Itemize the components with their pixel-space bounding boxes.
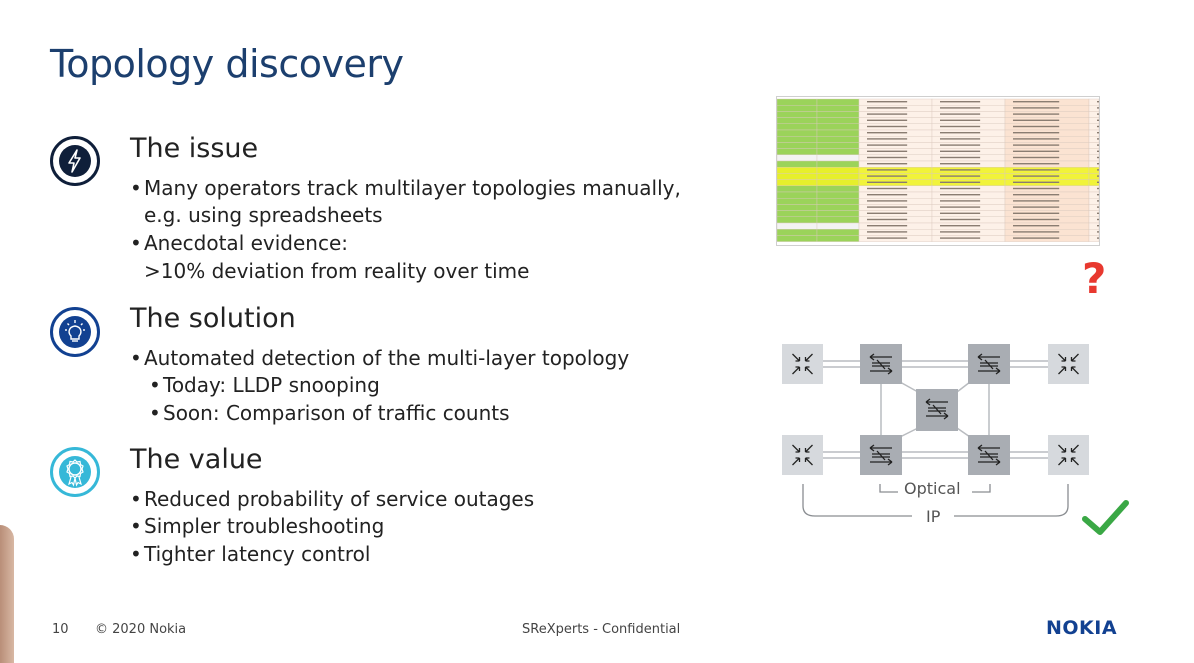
spreadsheet-thumbnail [776,96,1103,246]
ip-node-icon [792,444,813,466]
solution-subbullet-1: •Today: LLDP snooping [149,373,380,397]
optical-node-icon [869,353,893,375]
optical-node-icon [925,398,949,420]
value-bullet-3: •Tighter latency control [130,542,371,566]
confidential-notice: SReXperts - Confidential [522,622,681,637]
nokia-logo: NOKIA [1046,617,1118,639]
ip-node-icon [1058,353,1079,375]
page-number: 10 [52,622,69,637]
ip-node-icon [1058,444,1079,466]
optical-label: Optical [904,479,961,498]
issue-bullet-1-cont: e.g. using spreadsheets [144,203,383,227]
slide-title: Topology discovery [50,42,404,86]
lightning-icon [50,136,100,186]
ip-node-icon [792,353,813,375]
solution-subbullet-2: •Soon: Comparison of traffic counts [149,401,510,425]
issue-bullet-1: •Many operators track multilayer topolog… [130,176,681,200]
issue-bullet-2: •Anecdotal evidence: [130,231,349,255]
award-ribbon-icon [50,447,100,497]
lightbulb-icon [50,307,100,357]
ip-label: IP [926,507,941,526]
value-bullet-2: •Simpler troubleshooting [130,514,385,538]
section-heading-solution: The solution [130,303,296,334]
optical-node-icon [869,444,893,466]
issue-bullet-2-cont: >10% deviation from reality over time [144,259,530,283]
optical-node-icon [977,444,1001,466]
section-heading-issue: The issue [130,133,259,164]
question-mark: ? [1082,254,1107,303]
optical-node-icon [977,353,1001,375]
check-icon [1082,500,1129,535]
copyright: © 2020 Nokia [95,622,187,637]
value-bullet-1: •Reduced probability of service outages [130,487,535,511]
presenter-video-edge [0,525,14,663]
section-heading-value: The value [130,444,263,475]
solution-bullet-1: •Automated detection of the multi-layer … [130,346,630,370]
